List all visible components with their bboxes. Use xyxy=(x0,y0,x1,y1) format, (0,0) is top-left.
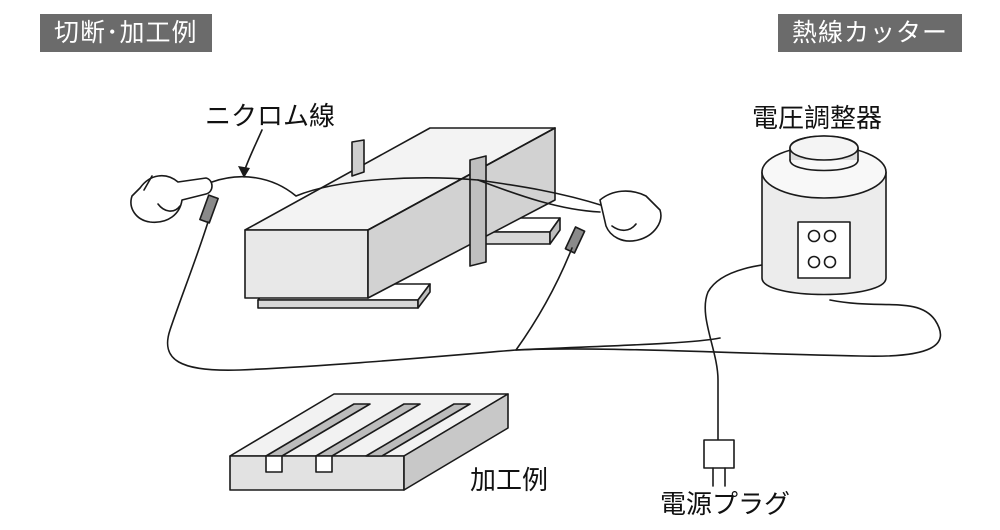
label-power-plug: 電源プラグ xyxy=(660,490,791,520)
right-hand-holding-clip xyxy=(564,190,662,254)
voltage-regulator xyxy=(761,135,887,296)
label-machining-example: 加工例 xyxy=(470,466,549,496)
foam-block xyxy=(244,127,556,299)
left-hand-holding-clip xyxy=(130,175,219,224)
outlet-panel xyxy=(797,221,851,279)
cut-slit-rear xyxy=(351,139,365,177)
cut-slit-front xyxy=(469,155,487,267)
leader-arrow xyxy=(243,129,263,173)
label-voltage-regulator: 電圧調整器 xyxy=(752,104,883,134)
machining-example-plate xyxy=(229,393,509,491)
label-nichrome-wire: ニクロム線 xyxy=(205,102,336,132)
section-badge-cutting-example: 切断･加工例 xyxy=(40,14,212,52)
power-plug-icon xyxy=(703,439,735,487)
section-badge-hot-wire-cutter: 熱線カッター xyxy=(777,14,962,52)
